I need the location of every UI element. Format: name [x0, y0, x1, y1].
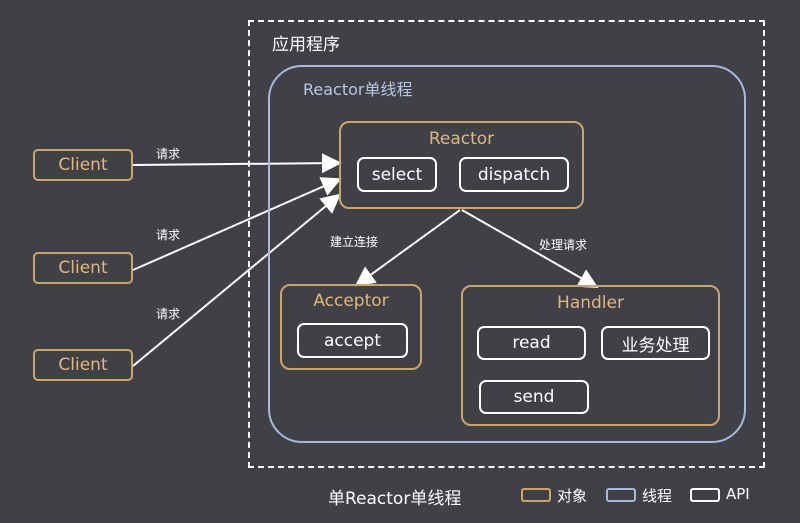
legend-object-label: 对象	[557, 487, 588, 505]
acceptor-box: Acceptor	[280, 284, 422, 370]
handler-title: Handler	[557, 293, 624, 313]
accept-api: accept	[297, 323, 408, 358]
diagram-caption: 单Reactor单线程	[328, 489, 462, 509]
process-arrow	[461, 209, 599, 288]
legend-thread-label: 线程	[642, 487, 673, 505]
legend-api-swatch	[690, 488, 720, 502]
establish-arrow	[354, 209, 461, 287]
request-arrow-3	[132, 193, 342, 367]
thread-label: Reactor单线程	[303, 80, 413, 99]
request-label-1: 请求	[156, 147, 181, 161]
business-api: 业务处理	[601, 326, 710, 360]
legend-api-label: API	[726, 485, 750, 503]
process-label: 处理请求	[539, 238, 588, 252]
select-api: select	[357, 157, 437, 192]
app-boundary	[248, 20, 765, 468]
reactor-title: Reactor	[428, 129, 495, 149]
send-api: send	[479, 380, 589, 414]
request-label-2: 请求	[156, 228, 181, 242]
reactor-box: Reactor	[339, 121, 584, 209]
establish-label: 建立连接	[330, 235, 379, 249]
read-api: read	[477, 326, 586, 360]
client-2: Client	[33, 252, 133, 284]
legend-thread-swatch	[606, 488, 636, 502]
acceptor-title: Acceptor	[313, 291, 389, 311]
request-label-3: 请求	[156, 307, 181, 321]
request-arrow-1	[132, 153, 342, 174]
dispatch-api: dispatch	[459, 157, 569, 192]
thread-boundary	[268, 65, 746, 443]
app-label: 应用程序	[272, 35, 340, 55]
client-1: Client	[33, 149, 133, 181]
client-3: Client	[33, 349, 133, 381]
legend-object-swatch	[521, 488, 551, 502]
handler-box: Handler	[461, 285, 720, 426]
request-arrow-2	[132, 177, 342, 271]
